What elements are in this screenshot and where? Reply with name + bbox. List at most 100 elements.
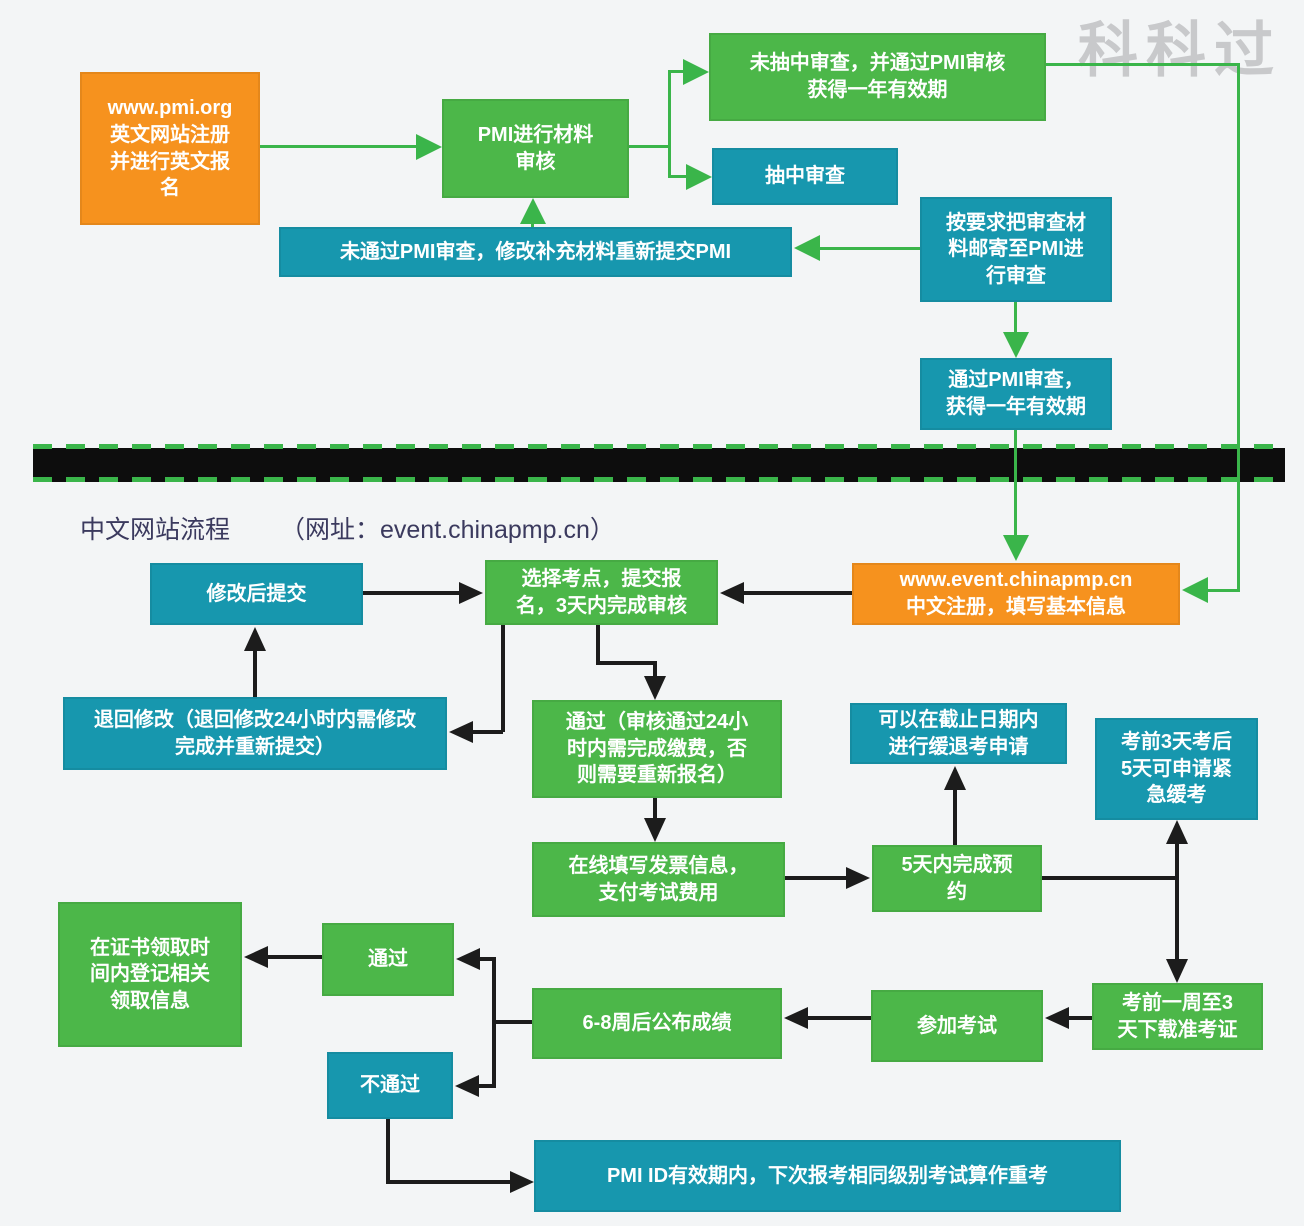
node-pmi-review: PMI进行材料 审核 [442,99,629,198]
connector-review-split [629,145,670,148]
node-label: PMI ID有效期内，下次报考相同级别考试算作重考 [606,1164,1049,1187]
connector-to-not-selected [671,70,685,73]
arrowhead-exam-to-score [784,1007,808,1029]
node-label: 不通过 [360,1074,420,1097]
node-pass-review: 通过（审核通过24小 时内需完成缴费，否 则需要重新报名） [532,700,782,798]
arrowhead-notpass-to-review [520,198,546,224]
node-invoice-pay: 在线填写发票信息， 支付考试费用 [532,842,785,917]
node-label: 通过PMI审查， 获得一年有效期 [946,369,1086,418]
section-divider-band [33,448,1285,482]
connector-passpmi-to-cnregister [1014,430,1017,537]
arrowhead-notpass-to-retake [510,1171,534,1193]
chinese-section-label: 中文网站流程 [80,516,231,544]
node-label: PMI进行材料 审核 [477,123,594,173]
connector-pass-to-cert [268,955,322,959]
arrowhead-pass-to-cert [244,946,268,968]
node-label: 未抽中审查，并通过PMI审核 获得一年有效期 [749,52,1006,101]
node-label: 可以在截止日期内 进行缓退考申请 [878,708,1039,758]
node-label: 6-8周后公布成绩 [582,1012,732,1035]
node-score: 6-8周后公布成绩 [532,988,782,1059]
node-label: 通过 [368,948,408,971]
connector-passreview-to-invoice [653,798,657,820]
node-retake: PMI ID有效期内，下次报考相同级别考试算作重考 [534,1140,1121,1212]
node-label: 修改后提交 [206,582,307,605]
node-label: 在证书领取时 间内登记相关 领取信息 [90,936,210,1012]
arrowhead-to-urgentdefer [1166,820,1188,844]
node-pass-result: 通过 [322,923,454,996]
node-label: 抽中审查 [765,165,845,188]
divider-dash-bottom [33,477,1285,482]
arrowhead-to-passreview [644,676,666,700]
node-label: 按要求把审查材 料邮寄至PMI进 行审查 [946,211,1086,287]
arrowhead-returnmodify-to-resubmit [244,627,266,651]
arrowhead-book-to-defer [944,766,966,790]
arrowhead-invoice-to-book [846,867,870,889]
arrowhead-to-notpass [455,1075,479,1097]
node-label: 考前一周至3 天下载准考证 [1117,991,1238,1041]
connector-exam-to-score [808,1016,871,1020]
node-selected-audit: 抽中审查 [712,148,898,205]
arrowhead-to-returnmodify [449,721,473,743]
node-resubmit: 修改后提交 [150,563,363,625]
connector-notselected-down [1237,63,1240,592]
arrowhead-to-downloadticket [1166,959,1188,983]
node-label: 在线填写发票信息， 支付考试费用 [568,854,749,904]
arrowhead-to-not-selected [683,59,709,85]
node-take-exam: 参加考试 [871,990,1043,1062]
watermark-text: 科科过 [1078,17,1282,84]
arrowhead-to-pass [456,948,480,970]
node-label: 考前3天考后 5天可申请紧 急缓考 [1120,731,1233,807]
arrowhead-to-selected [686,164,712,190]
node-mail-materials: 按要求把审查材 料邮寄至PMI进 行审查 [920,197,1112,302]
connector-resubmit-to-choosesite [363,591,461,595]
connector-to-pass [480,957,494,961]
node-choose-site: 选择考点，提交报 名，3天内完成审核 [485,560,718,625]
node-urgent-defer: 考前3天考后 5天可申请紧 急缓考 [1095,718,1258,820]
connector-to-selected [671,175,687,178]
node-label: 通过（审核通过24小 时内需完成缴费，否 则需要重新报名） [565,711,749,787]
node-not-pass-result: 不通过 [327,1052,453,1119]
connector-cnregister-to-choosesite [744,591,852,595]
node-download-ticket: 考前一周至3 天下载准考证 [1092,983,1263,1050]
divider-dash-top [33,444,1285,449]
arrowhead-passreview-to-invoice [644,818,666,842]
connector-score-branch-vertical [492,957,496,1088]
arrowhead-ticket-to-exam [1045,1007,1069,1029]
connector-notselected-to-cnregister [1208,589,1239,592]
connector-notselected-right [1046,63,1240,66]
arrowhead-mail-to-notpass [794,235,820,261]
connector-notpass-to-review [531,222,534,229]
node-not-selected-audit: 未抽中审查，并通过PMI审核 获得一年有效期 [709,33,1046,121]
arrowhead-to-cnregister-right [1182,577,1208,603]
connector-notpass-down [386,1119,390,1182]
node-book-exam: 5天内完成预 约 [872,845,1042,912]
arrowhead-cnregister-to-choosesite [720,582,744,604]
arrowhead-mail-to-passpmi [1003,332,1029,358]
connector-notpass-to-retake [386,1180,512,1184]
node-label: www.event.chinapmp.cn 中文注册，填写基本信息 [899,569,1133,618]
node-pass-pmi: 通过PMI审查， 获得一年有效期 [920,358,1112,430]
connector-choosesite-elbow [596,661,657,665]
connector-book-to-defer [953,788,957,845]
node-label: 选择考点，提交报 名，3天内完成审核 [515,567,688,617]
connector-book-branch-vertical [1175,844,1179,961]
connector-invoice-to-book [785,876,850,880]
connector-to-notpass [479,1084,494,1088]
node-not-pass-pmi: 未通过PMI审查，修改补充材料重新提交PMI [279,227,792,277]
connector-mail-to-notpass [818,247,920,250]
connector-choosesite-down-left [501,625,505,732]
node-label: www.pmi.org 英文网站注册 并进行英文报 名 [107,97,233,200]
connector-returnmodify-to-resubmit [253,649,257,697]
node-return-modify: 退回修改（退回修改24小时内需修改 完成并重新提交） [63,697,447,770]
connector-mail-to-passpmi [1014,302,1017,334]
node-label: 退回修改（退回修改24小时内需修改 完成并重新提交） [93,708,417,758]
chinese-section-url-note: （网址：event.chinapmp.cn） [280,516,615,544]
node-defer-apply: 可以在截止日期内 进行缓退考申请 [850,703,1067,764]
node-english-register: www.pmi.org 英文网站注册 并进行英文报 名 [80,72,260,225]
node-label: 5天内完成预 约 [901,853,1013,903]
arrowhead-register-to-review [416,134,442,160]
connector-to-returnmodify [473,730,503,734]
connector-ticket-to-exam [1069,1016,1092,1020]
arrowhead-passpmi-to-cnregister [1003,535,1029,561]
